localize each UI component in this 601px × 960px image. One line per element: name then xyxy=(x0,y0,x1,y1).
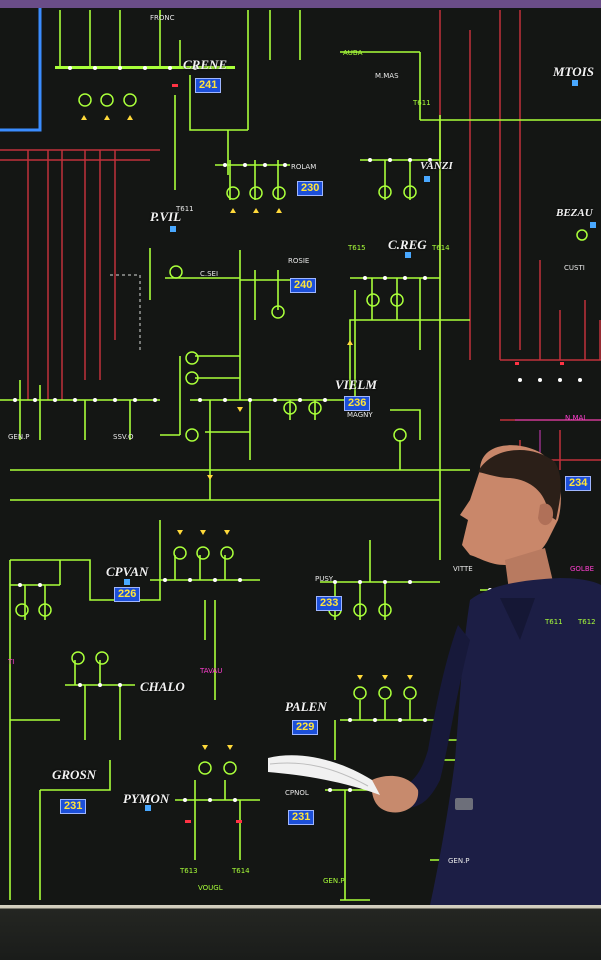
number-nmai: 234 xyxy=(565,476,592,491)
grid-schematic xyxy=(0,8,601,901)
tag-vitte: VITTE xyxy=(453,565,473,573)
station-number-palen: 229 xyxy=(292,720,319,735)
tag-genp-right: GEN.P xyxy=(448,857,470,865)
tag-fronc: FRONC xyxy=(150,14,175,22)
tag-mmas: M.MAS xyxy=(375,72,399,80)
tag-t614-bottom: T614 xyxy=(232,867,250,875)
number-rosie: 240 xyxy=(290,278,317,293)
tag-csei: C.SEI xyxy=(200,270,219,278)
tag-rolam: ROLAM xyxy=(291,163,317,171)
tag-nmai: N.MAI xyxy=(565,414,586,422)
tag-vougl: VOUGL xyxy=(198,884,223,892)
station-label-crene: CRENE xyxy=(183,57,228,72)
station-number-crene: 241 xyxy=(195,78,222,93)
station-label-vielm: VIELM xyxy=(335,377,377,392)
tag-ti: TI xyxy=(8,658,15,666)
station-label-pvil: P.VIL xyxy=(150,209,182,224)
station-label-chalo: CHALO xyxy=(140,679,185,694)
tag-pusy: PUSY xyxy=(315,575,334,583)
station-label-pymon: PYMON xyxy=(123,791,170,806)
station-marker-creg xyxy=(405,252,411,258)
station-label-creg: C.REG xyxy=(388,237,427,252)
tag-t614-creg: T614 xyxy=(432,244,450,252)
station-number-cpvan: 226 xyxy=(114,587,141,602)
tag-t613: T613 xyxy=(180,867,198,875)
station-marker-pymon xyxy=(145,805,151,811)
station-label-grosn: GROSN xyxy=(52,767,97,782)
tag-t611-mid: T611 xyxy=(176,205,194,213)
tag-t611-right: T611 xyxy=(545,618,563,626)
number-cpnol: 231 xyxy=(288,810,315,825)
top-band xyxy=(0,0,601,8)
station-marker-mtois xyxy=(572,80,578,86)
station-marker-bezau xyxy=(590,222,596,228)
tag-custi: CUSTI xyxy=(564,264,585,272)
tag-t612-right: T612 xyxy=(578,618,596,626)
tag-magny: MAGNY xyxy=(347,411,373,419)
number-rolam: 230 xyxy=(297,181,324,196)
station-label-palen: PALEN xyxy=(285,699,327,714)
station-number-grosn: 231 xyxy=(60,799,87,814)
station-marker-vanzi xyxy=(424,176,430,182)
station-marker-pvil xyxy=(170,226,176,232)
tag-t611-top: T611 xyxy=(413,99,431,107)
station-label-mtois: MTOIS xyxy=(553,64,594,79)
tag-genp-left: GEN.P xyxy=(8,433,30,441)
station-label-vanzi: VANZI xyxy=(420,160,453,172)
tag-t615: T615 xyxy=(348,244,366,252)
station-number-vielm: 236 xyxy=(344,396,371,411)
station-marker-cpvan xyxy=(124,579,130,585)
tag-cpnol: CPNOL xyxy=(285,789,309,797)
tag-auba: AUBA xyxy=(343,49,363,57)
tag-rosie: ROSIE xyxy=(288,257,310,265)
station-label-cpvan: CPVAN xyxy=(106,564,149,579)
tag-genp-bottom: GEN.P xyxy=(323,877,345,885)
number-pusy: 233 xyxy=(316,596,343,611)
station-label-bezau: BEZAU xyxy=(556,207,593,219)
tag-ssvo: SSV.O xyxy=(113,433,134,441)
floor-strip xyxy=(0,905,601,960)
tag-tavau: TAVAU xyxy=(200,667,223,675)
tag-golbe: GOLBE xyxy=(570,565,595,573)
